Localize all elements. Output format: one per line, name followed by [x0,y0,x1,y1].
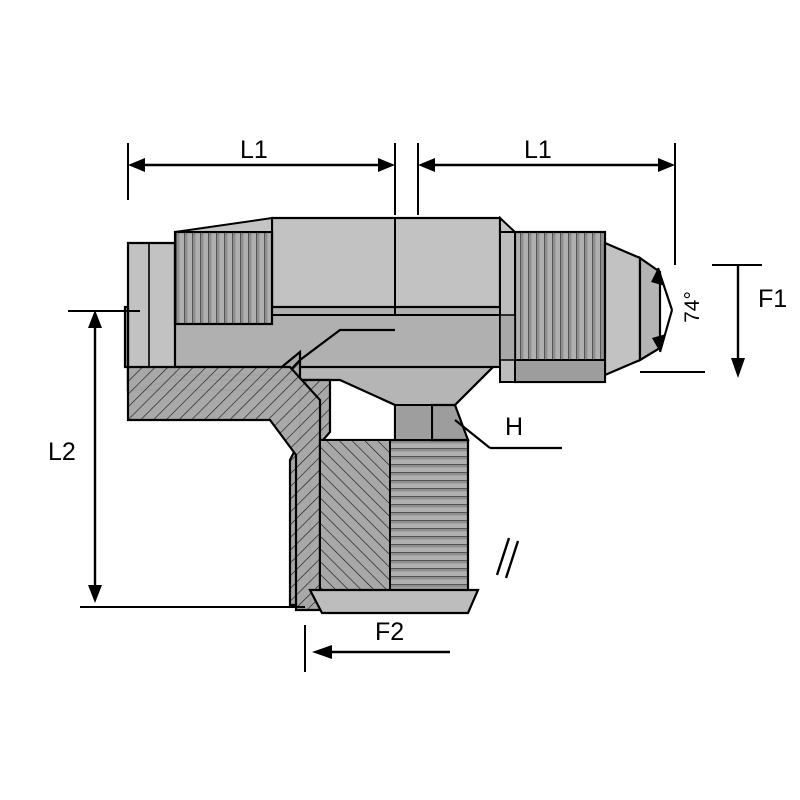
dimension-label-l1-left: L1 [240,136,268,164]
dimension-label-f2: F2 [375,618,405,646]
dimension-lines [68,143,762,672]
dimension-label-l2: L2 [48,438,76,466]
dimension-label-l1-right: L1 [524,136,552,164]
dimension-label-f1: F1 [758,285,788,313]
surface-finish-mark [495,537,520,579]
angle-label-74deg: 74° [680,291,704,323]
dimension-label-h: H [505,413,524,441]
fitting-body [123,215,662,615]
